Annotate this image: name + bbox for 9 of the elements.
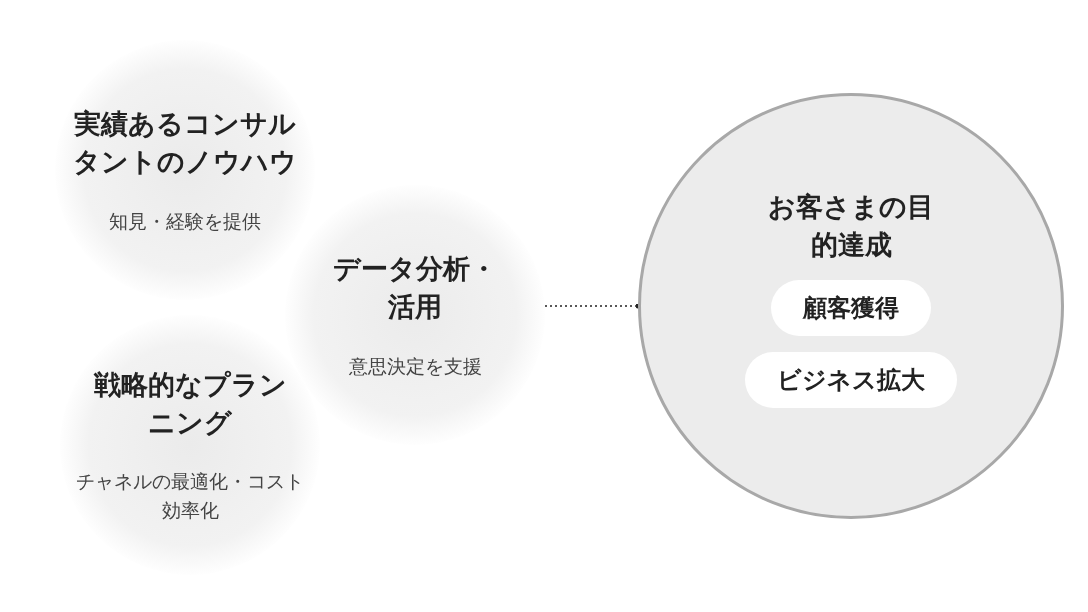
description-text: チャネルの最適化・コスト効率化 bbox=[75, 469, 305, 523]
description-text: 知見・経験を提供 bbox=[109, 208, 261, 234]
goal-tag: ビジネス拡大 bbox=[745, 351, 957, 408]
heading-text: 戦略的なプランニング bbox=[92, 367, 288, 440]
heading-text: 実績あるコンサルタントのノウハウ bbox=[72, 106, 298, 179]
heading-text: データ分析・活用 bbox=[332, 251, 498, 324]
goal-tag: 顧客獲得 bbox=[771, 279, 931, 336]
description-text: 意思決定を支援 bbox=[348, 353, 482, 379]
heading-text: お客さまの目的達成 bbox=[767, 190, 935, 262]
